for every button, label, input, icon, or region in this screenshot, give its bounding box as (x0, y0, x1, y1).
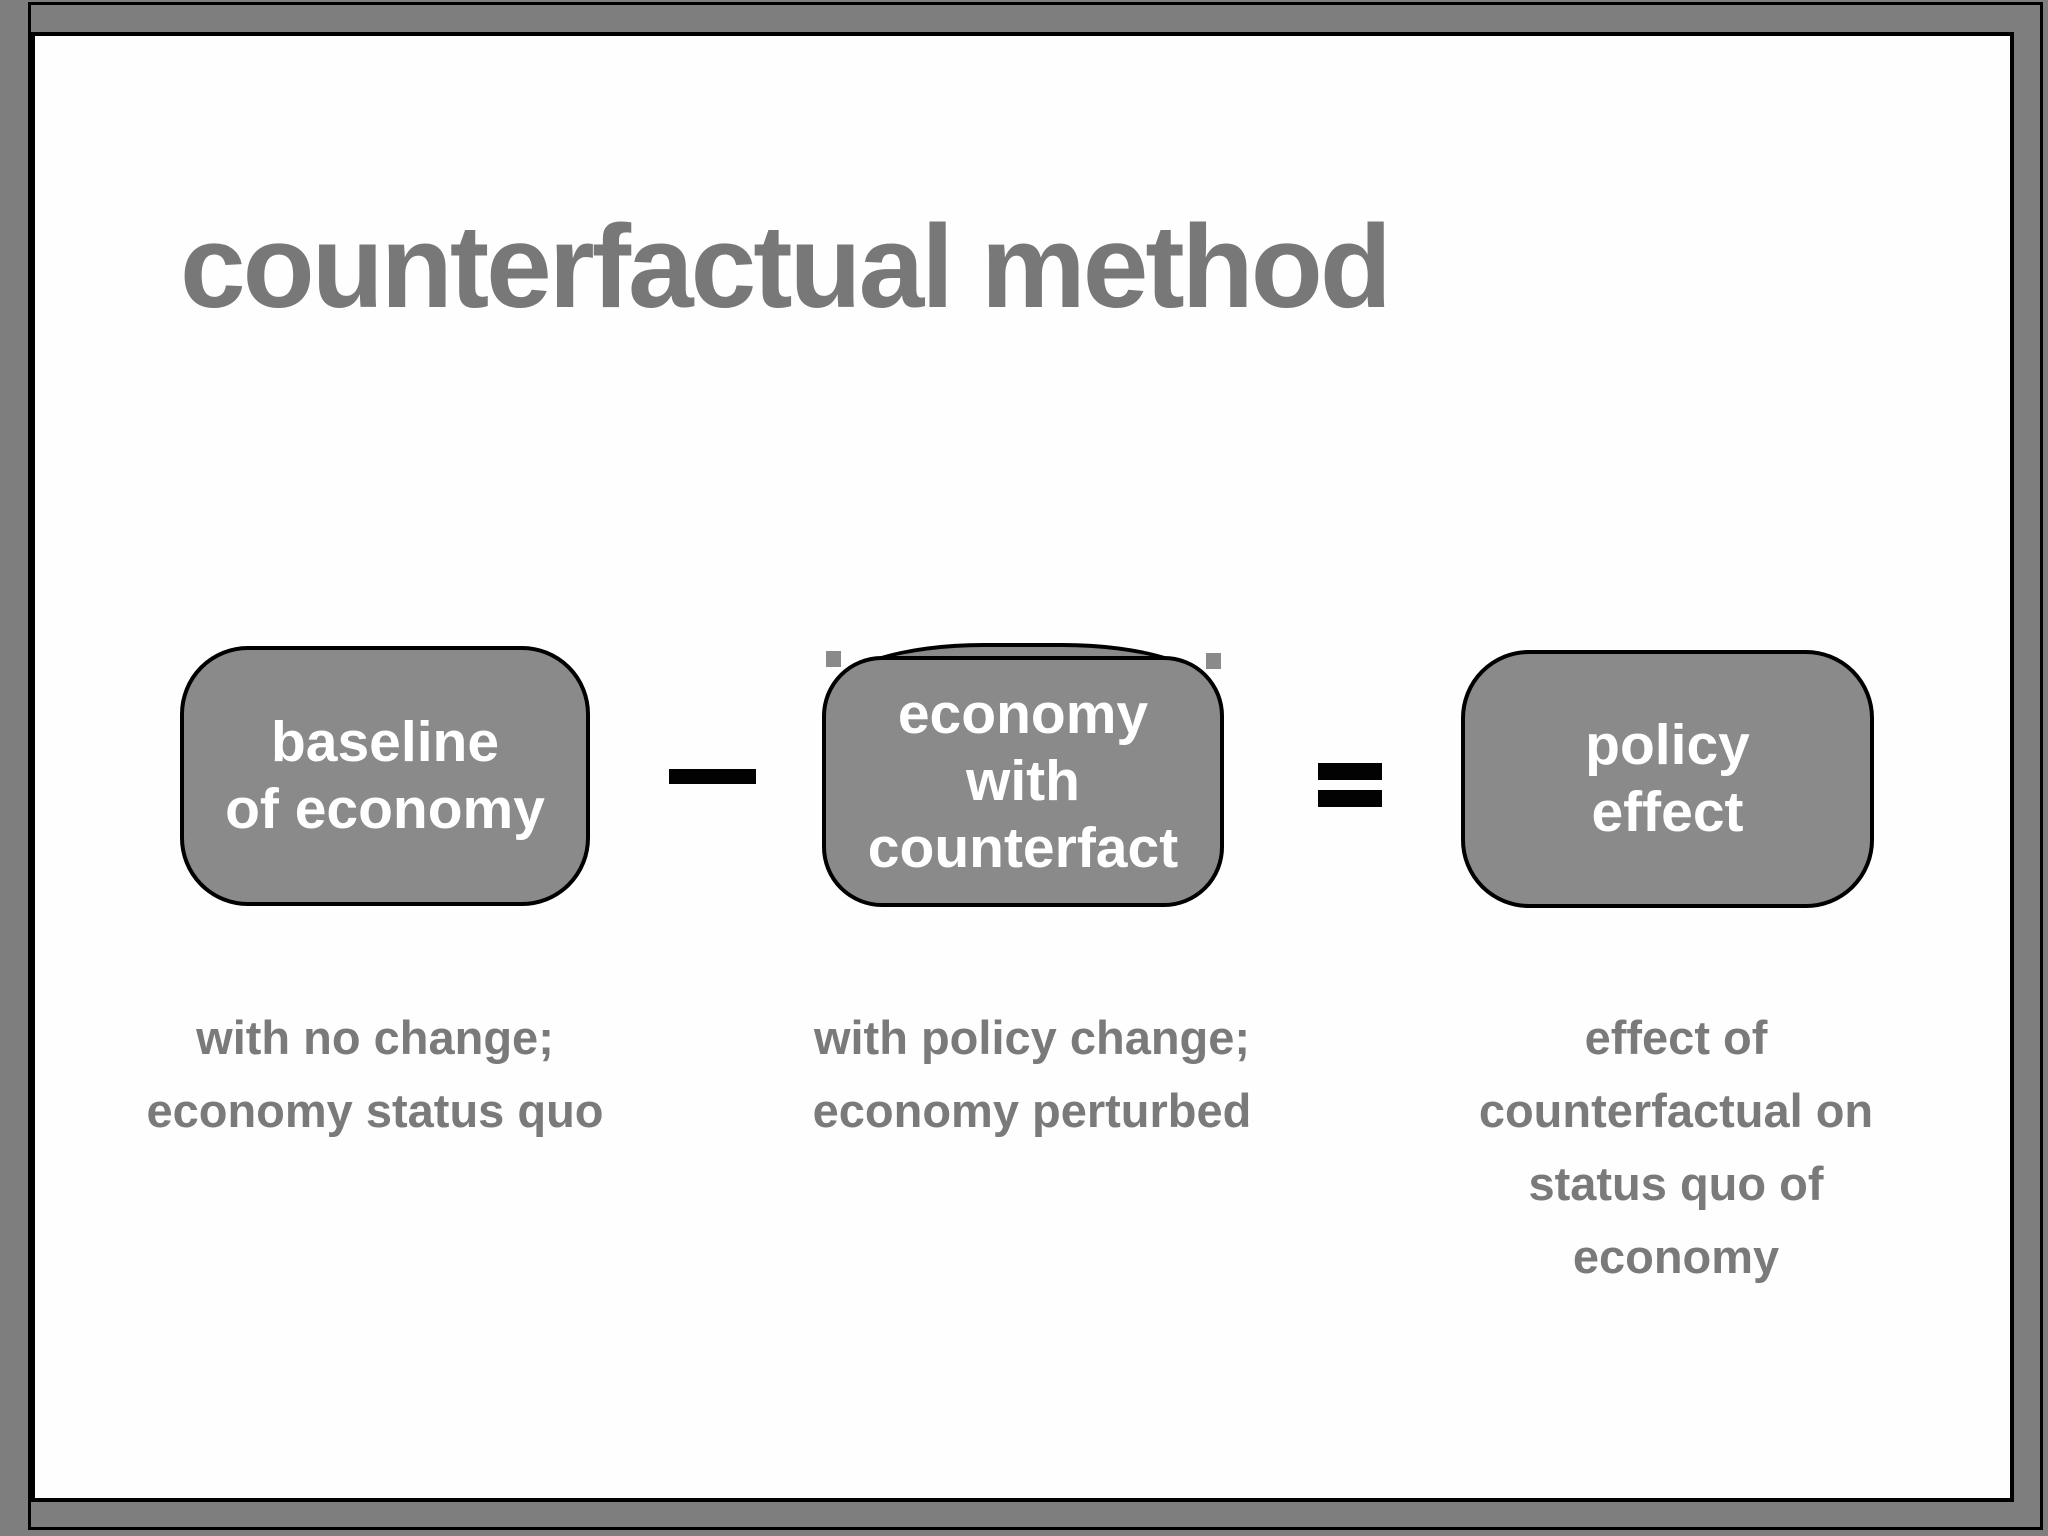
counterfact-box-corner-tab-left (826, 651, 841, 667)
caption-baseline-of-economy: with no change; economy status quo (146, 1011, 604, 1137)
diagram-box-baseline-of-economy: baseline of economy (180, 646, 590, 906)
caption-policy-effect: effect of counterfactual on status quo o… (1478, 1011, 1874, 1283)
minus-operator-icon (669, 769, 756, 784)
diagram-box-economy-with-counterfact: economy with counterfact (822, 656, 1224, 907)
counterfact-box-corner-tab-right (1206, 653, 1221, 669)
minus-bar (669, 769, 756, 784)
equals-bar-bottom (1318, 790, 1382, 807)
diagram-box-policy-effect: policy effect (1461, 650, 1874, 908)
equals-operator-icon (1318, 763, 1382, 807)
slide-canvas: counterfactual method baseline of econom… (31, 32, 2014, 1502)
equals-bar-top (1318, 763, 1382, 780)
slide-outer-frame (28, 2, 2043, 1530)
caption-economy-with-counterfact: with policy change; economy perturbed (812, 1011, 1252, 1137)
slide-title: counterfactual method (180, 201, 1392, 333)
